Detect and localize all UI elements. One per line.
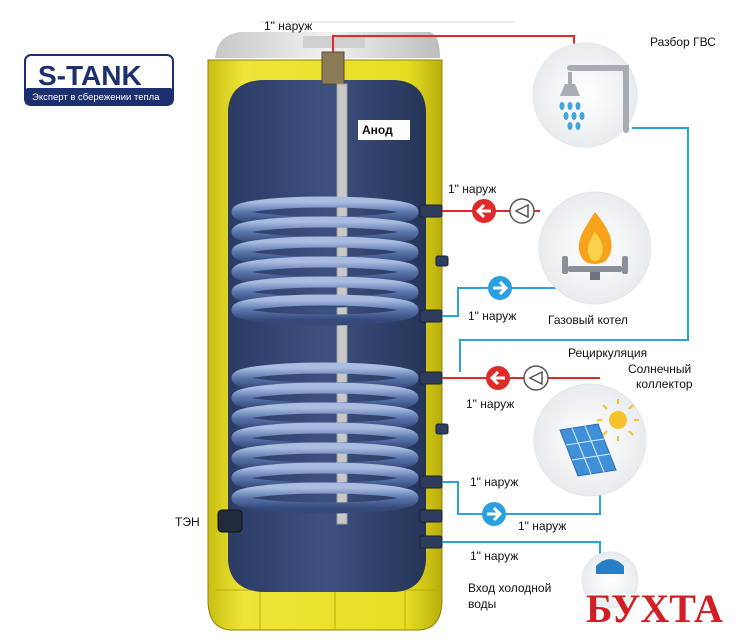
label-cold-water-2: воды: [468, 597, 496, 611]
side-fittings: [419, 204, 449, 549]
tank-inner: [228, 80, 426, 592]
water-tank: [207, 32, 449, 631]
label-solar-1: Солнечный: [628, 362, 691, 376]
label-gas-boiler: Газовый котел: [548, 313, 628, 327]
brand-logo: S-TANK Эксперт в сбережении тепла: [24, 54, 174, 106]
cold-water-source: [581, 551, 639, 609]
hot-water-tap: [532, 42, 638, 148]
label-solar-2: коллектор: [636, 377, 693, 391]
upper-heat-coil: [231, 196, 419, 326]
gas-flame-icon: [562, 212, 628, 280]
label-coil2-in-right: 1" наруж: [518, 519, 566, 533]
shower-icon: [559, 65, 629, 133]
solar-collector: [533, 383, 647, 497]
boiler-return-line: [442, 287, 572, 317]
top-fitting: [321, 51, 345, 85]
label-coil1-in: 1" наруж: [468, 309, 516, 323]
solar-return-line: [442, 460, 601, 515]
label-coil2-in-left: 1" наруж: [470, 475, 518, 489]
heater-port: [217, 509, 243, 533]
label-coil2-out: 1" наруж: [466, 397, 514, 411]
label-hot-water: Разбор ГВС: [650, 35, 716, 49]
solar-return-arrow: [482, 502, 506, 526]
label-coil1-out: 1" наруж: [448, 182, 496, 196]
logo-brand: S-TANK: [38, 60, 142, 91]
label-cold-in: 1" наруж: [470, 549, 518, 563]
recirculation-line: [459, 127, 689, 372]
boiler-supply-arrow: [472, 199, 496, 223]
label-recirculation: Рециркуляция: [568, 346, 647, 360]
label-top-connection: 1" наруж: [264, 19, 312, 33]
label-cold-water-1: Вход холодной: [468, 581, 551, 595]
lower-heat-coil: [231, 362, 419, 514]
label-heater: ТЭН: [175, 515, 200, 529]
anode-label-box: [358, 120, 410, 140]
solar-supply-arrow: [486, 366, 510, 390]
hot-water-line: [332, 35, 575, 52]
boiler-pump-icon: [509, 198, 535, 224]
anode-label: Анод: [362, 123, 393, 137]
boiler-return-arrow: [488, 276, 512, 300]
gas-boiler: [538, 191, 652, 305]
cold-water-icon: [596, 559, 624, 574]
watermark: БУХТА: [586, 586, 723, 631]
logo-tagline: Эксперт в сбережении тепла: [32, 92, 160, 103]
cold-water-line: [442, 541, 601, 556]
solar-panel-icon: [559, 399, 639, 477]
solar-pump-icon: [523, 365, 549, 391]
